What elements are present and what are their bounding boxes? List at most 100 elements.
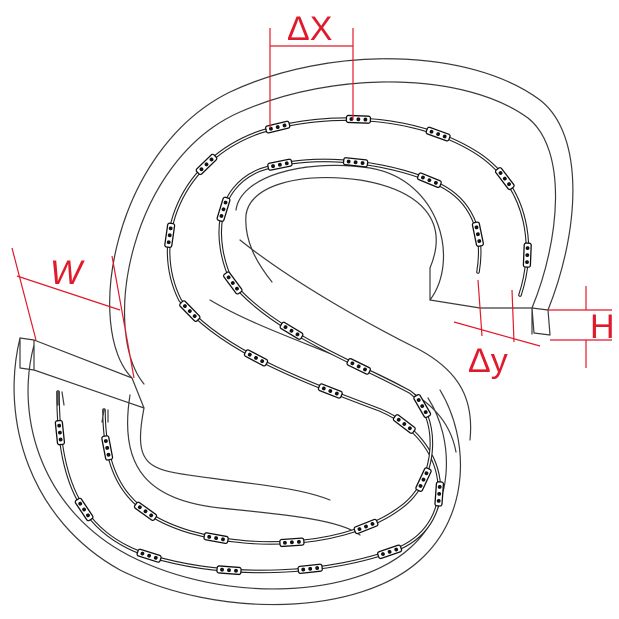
outer-led-module (377, 544, 403, 560)
led-chip (223, 200, 228, 205)
led-chip (507, 182, 511, 187)
led-chip (502, 176, 507, 181)
delta-y-dimension-line (453, 321, 541, 347)
housing-inner-upper-loop (245, 177, 437, 283)
outer-led-module (136, 548, 162, 563)
led-chip (296, 539, 301, 544)
led-chip (187, 309, 192, 314)
inner-led-module (353, 518, 379, 535)
width-label: W (50, 254, 85, 292)
outer-led-module (522, 242, 532, 268)
housing-right-cap (531, 307, 551, 336)
led-chip (167, 233, 172, 238)
led-chip (402, 422, 407, 426)
led-chip (346, 159, 351, 164)
housing-outer-edge (109, 58, 574, 379)
led-chip (58, 430, 62, 435)
led-chip (357, 527, 362, 531)
outer-led-module (494, 167, 515, 191)
inner-led-module (279, 321, 304, 340)
led-chip (86, 513, 90, 518)
width-extension-right (111, 255, 135, 379)
led-chip (421, 175, 425, 180)
inner-led-module (267, 158, 293, 171)
inner-led-module (413, 394, 432, 419)
led-chip (137, 505, 142, 510)
outer-led-module (74, 497, 94, 522)
led-chip (387, 549, 392, 554)
housing-outer-wall-inner (123, 81, 557, 385)
led-chip (149, 513, 154, 518)
inner-led-module (101, 435, 114, 461)
led-chip (418, 484, 423, 488)
housing-inner-wall-b (126, 394, 361, 536)
led-chip (282, 123, 287, 128)
led-chip (140, 551, 145, 556)
led-chip (381, 552, 385, 556)
led-chip (260, 359, 265, 364)
led-chip (349, 117, 354, 121)
led-chip (301, 567, 306, 572)
led-chip (143, 509, 148, 514)
led-chip (437, 485, 442, 489)
led-chip (475, 232, 480, 237)
led-chip (247, 352, 252, 357)
led-chip (221, 537, 225, 542)
led-chip (350, 361, 355, 366)
housing-inner-wall-a (139, 407, 331, 501)
led-chip (474, 225, 479, 230)
led-chip (420, 404, 425, 409)
led-chip (153, 555, 158, 560)
height-label: H (590, 308, 615, 346)
delta-y-extension-a (477, 279, 483, 337)
led-chip (147, 553, 152, 558)
led-chip (321, 386, 326, 391)
housing-left-cap (33, 339, 145, 409)
led-chip (356, 117, 361, 122)
outer-led-module (54, 419, 66, 446)
housing-inner-upper-loop-b (235, 164, 444, 301)
led-chip (360, 161, 365, 165)
led-chip (396, 417, 401, 422)
led-chip (442, 134, 447, 139)
led-chip (295, 332, 300, 337)
led-chip (525, 260, 529, 264)
inner-cable-lead (101, 409, 109, 423)
led-chip (283, 325, 288, 330)
led-chip (277, 162, 282, 167)
led-chip (204, 162, 209, 167)
led-chip (226, 275, 231, 280)
inner-led-module (222, 271, 243, 295)
led-chip (106, 452, 111, 457)
inner-led-module (471, 221, 485, 247)
led-chip (220, 567, 224, 572)
led-chip (227, 568, 231, 573)
led-chip (356, 364, 361, 369)
led-chip (235, 286, 239, 291)
led-chip (289, 540, 294, 545)
outer-led-module (297, 563, 323, 575)
led-chip (363, 117, 368, 122)
led-chip (370, 522, 375, 526)
led-chip (525, 253, 530, 258)
led-chip (394, 547, 399, 552)
outer-cable-lead (57, 391, 65, 406)
outer-led-module (345, 114, 372, 124)
led-chip (429, 129, 434, 134)
led-chip (103, 439, 108, 443)
led-chip (82, 507, 86, 512)
led-chip (363, 367, 367, 372)
led-chip (283, 540, 287, 545)
led-chip (221, 207, 226, 212)
inner-led-module (279, 537, 305, 548)
led-chip (183, 304, 187, 308)
led-chip (199, 167, 204, 172)
led-chip (234, 568, 238, 573)
outer-led-module (264, 120, 291, 134)
housing-spine-a (209, 299, 457, 453)
led-chip (421, 477, 426, 482)
outer-led-module (434, 481, 445, 507)
led-chip (416, 398, 421, 402)
led-chip (477, 239, 482, 243)
